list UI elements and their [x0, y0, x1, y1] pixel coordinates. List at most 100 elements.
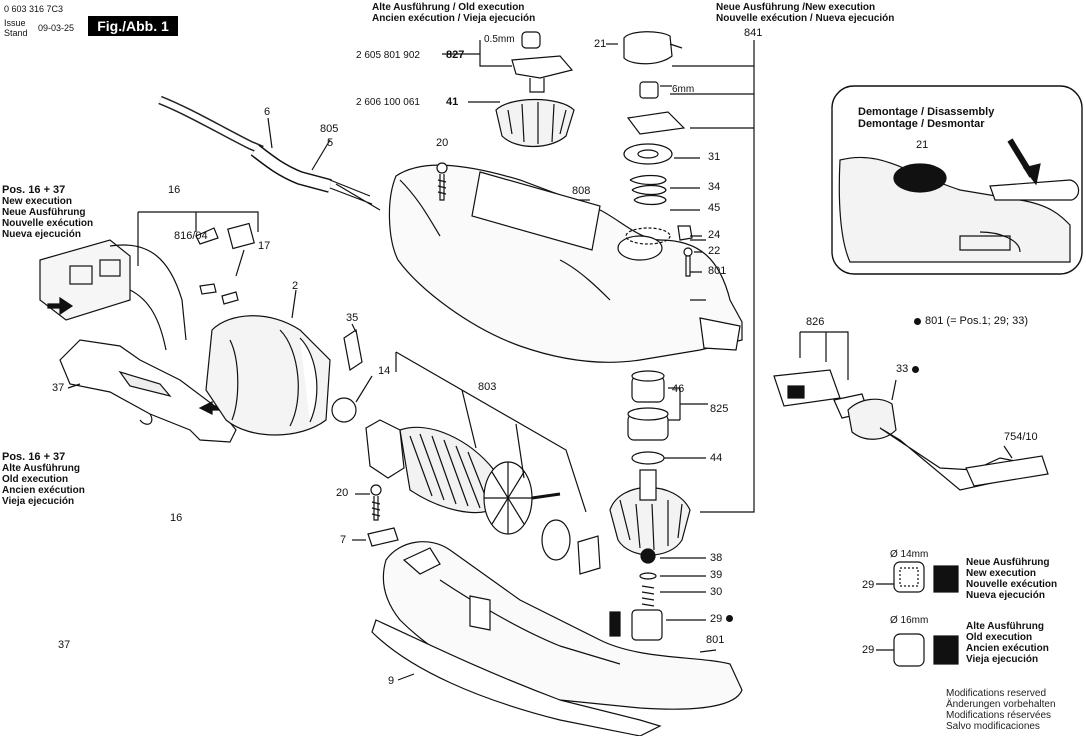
label-21: 21 [594, 38, 607, 50]
label-29-new: 29 [862, 579, 875, 591]
disassembly-part-21: 21 [916, 139, 929, 151]
label-30: 30 [710, 586, 723, 598]
pos-new-block: Pos. 16 + 37 New execution Neue Ausführu… [2, 184, 94, 241]
new-execution-line-1: Neue Ausführung /New execution [716, 2, 876, 13]
bearing-new-line-1: Neue Ausführung [966, 557, 1050, 568]
pos-new-line-1: New execution [2, 196, 73, 207]
pos-old-line-3: Ancien exécution [2, 485, 85, 496]
dim-16mm: Ø 16mm [890, 615, 929, 626]
bearing-new-line-4: Nueva ejecución [966, 590, 1045, 601]
label-801-top: 801 [708, 265, 727, 277]
label-46: 46 [672, 383, 685, 395]
pos-old-title: Pos. 16 + 37 [2, 451, 66, 463]
switch-slide-new [59, 339, 237, 443]
pos-old-line-1: Alte Ausführung [2, 463, 80, 474]
doc-number: 0 603 316 7C3 [4, 4, 64, 14]
new-execution-top-block: Neue Ausführung /New execution Nouvelle … [716, 2, 894, 24]
pos-old-line-2: Old execution [2, 474, 69, 485]
label-44: 44 [710, 452, 723, 464]
partno-827: 2 605 801 902 [356, 50, 420, 61]
bearing-variants [893, 561, 959, 667]
bullet-29 [726, 615, 733, 622]
legend-bullet [914, 318, 921, 325]
new-execution-line-2: Nouvelle exécution / Nueva ejecución [716, 13, 895, 24]
label-808: 808 [572, 185, 591, 197]
footer-line-4: Salvo modificaciones [946, 721, 1040, 732]
label-801-bottom: 801 [706, 634, 725, 646]
footer-line-3: Modifications réservées [946, 710, 1052, 721]
lower-housing-illustration [371, 541, 743, 736]
label-17: 17 [258, 240, 271, 252]
bearing-old-block: Alte Ausführung Old execution Ancien exé… [966, 621, 1049, 665]
label-7: 7 [340, 534, 347, 546]
carbon-brushes-17 [199, 283, 239, 305]
old-execution-line-2: Ancien exécution / Vieja ejecución [372, 13, 536, 24]
label-826: 826 [806, 316, 825, 328]
label-754-10: 754/10 [1004, 431, 1038, 443]
field-stator-illustration [205, 315, 331, 436]
screw-20-lower [370, 484, 382, 521]
figure-label: Fig./Abb. 1 [88, 16, 178, 36]
label-37-new: 37 [52, 382, 65, 394]
old-execution-top-block: Alte Ausführung / Old execution Ancien e… [372, 2, 535, 24]
label-41: 41 [446, 96, 459, 108]
label-9: 9 [388, 675, 395, 687]
spindle-827-41 [495, 31, 575, 147]
partno-41: 2 606 100 061 [356, 97, 420, 108]
label-29-old: 29 [862, 644, 875, 656]
label-34: 34 [708, 181, 721, 193]
upper-housing-illustration [388, 164, 743, 363]
dim-14mm: Ø 14mm [890, 549, 929, 560]
pos-new-title: Pos. 16 + 37 [2, 184, 66, 196]
label-20-top: 20 [436, 137, 449, 149]
bearing-new-block: Neue Ausführung New execution Nouvelle e… [966, 557, 1057, 601]
bearing-new-line-3: Nouvelle exécution [966, 579, 1058, 590]
power-cord-illustration [158, 95, 381, 211]
label-39: 39 [710, 569, 723, 581]
label-35: 35 [346, 312, 359, 324]
label-14: 14 [378, 365, 391, 377]
disassembly-title: Demontage / Disassembly Demontage / Desm… [858, 106, 994, 130]
label-827: 827 [446, 49, 465, 61]
footer-line-2: Änderungen vorbehalten [946, 699, 1056, 710]
armature-illustration [365, 419, 601, 575]
label-45: 45 [708, 202, 721, 214]
label-33: 33 [896, 363, 909, 375]
pos-old-line-4: Vieja ejecución [2, 496, 75, 507]
old-execution-line-1: Alte Ausführung / Old execution [372, 2, 525, 13]
bearing-old-line-2: Old execution [966, 632, 1033, 643]
upper-right-parts [623, 31, 693, 277]
disassembly-line-2: Demontage / Desmontar [858, 118, 985, 130]
bearing-new-line-2: New execution [966, 568, 1037, 579]
screw-20-top [436, 162, 448, 201]
label-803: 803 [478, 381, 497, 393]
gear-stack-illustration [609, 370, 691, 556]
pos-new-line-3: Nouvelle exécution [2, 218, 94, 229]
label-38: 38 [710, 552, 723, 564]
footer-line-1: Modifications reserved [946, 688, 1047, 699]
pos-new-line-4: Nueva ejecución [2, 229, 81, 240]
disassembly-inset-frame [831, 85, 1083, 275]
bearing-old-line-4: Vieja ejecución [966, 654, 1039, 665]
footer-notes: Modifications reserved Änderungen vorbeh… [946, 688, 1056, 732]
issue-label: Issue [4, 18, 26, 28]
label-16-old: 16 [170, 512, 183, 524]
bearing-old-line-1: Alte Ausführung [966, 621, 1044, 632]
label-31: 31 [708, 151, 721, 163]
pos-new-line-2: Neue Ausführung [2, 207, 86, 218]
label-29-main: 29 [710, 613, 723, 625]
dim-05mm: 0.5mm [484, 34, 515, 45]
label-24: 24 [708, 229, 721, 241]
right-side-parts [773, 369, 1049, 491]
label-5: 5 [327, 137, 334, 149]
label-805: 805 [320, 123, 339, 135]
legend-801: 801 (= Pos.1; 29; 33) [925, 315, 1029, 327]
label-6: 6 [264, 106, 271, 118]
label-22: 22 [708, 245, 721, 257]
disassembly-line-1: Demontage / Disassembly [858, 106, 995, 118]
pos-old-block: Pos. 16 + 37 Alte Ausführung Old executi… [2, 451, 85, 508]
label-37-old: 37 [58, 639, 71, 651]
label-816-04: 816/04 [174, 230, 208, 242]
stand-label: Stand [4, 28, 28, 38]
